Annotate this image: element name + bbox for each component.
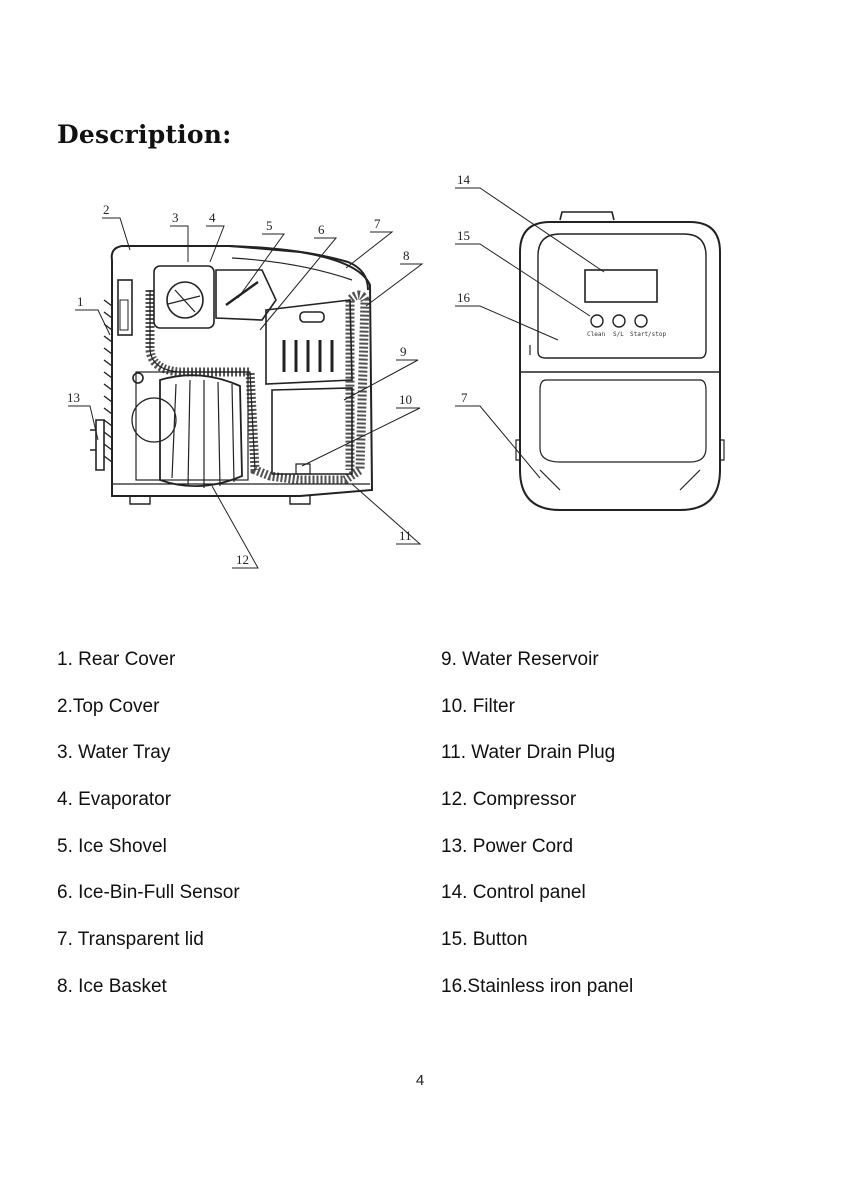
part-item: 12. Compressor (441, 789, 577, 811)
button-label-start-stop: Start/stop (630, 331, 667, 338)
callout-7: 7 (374, 216, 381, 231)
front-view-callout-numbers: 14 15 16 7 (457, 172, 471, 405)
callout-7-front: 7 (461, 390, 468, 405)
part-item: 3. Water Tray (57, 742, 171, 764)
callout-6: 6 (318, 222, 325, 237)
section-heading: Description: (57, 120, 232, 149)
part-item: 5. Ice Shovel (57, 835, 167, 857)
callout-9: 9 (400, 344, 407, 359)
part-item: 6. Ice-Bin-Full Sensor (57, 882, 240, 904)
callout-14: 14 (457, 172, 471, 187)
part-item: 8. Ice Basket (57, 975, 167, 997)
callout-12: 12 (236, 552, 249, 567)
callout-2: 2 (103, 202, 110, 217)
part-item: 14. Control panel (441, 882, 586, 904)
front-view-button-labels: Clean S/L Start/stop (587, 331, 667, 338)
callout-13: 13 (67, 390, 80, 405)
part-item: 16.Stainless iron panel (441, 975, 634, 997)
cross-section-callout-numbers: 1 2 3 4 5 6 7 8 9 10 11 12 13 (67, 202, 412, 567)
callout-8: 8 (403, 248, 410, 263)
page-number: 4 (415, 1072, 425, 1089)
cross-section-leaders (68, 217, 424, 569)
callout-16: 16 (457, 290, 471, 305)
front-view-leaders (455, 187, 605, 479)
callout-15: 15 (457, 228, 470, 243)
callout-10: 10 (399, 392, 412, 407)
parts-list-right: 9. Water Reservoir 10. Filter 11. Water … (441, 640, 633, 1014)
part-item: 11. Water Drain Plug (441, 742, 616, 764)
part-item: 15. Button (441, 929, 528, 951)
ice-maker-diagram: 1 2 3 4 5 6 7 8 9 10 11 12 13 (67, 172, 725, 569)
part-item: 1. Rear Cover (57, 649, 176, 670)
part-item: 4. Evaporator (57, 789, 172, 811)
part-item: 9. Water Reservoir (441, 649, 599, 670)
parts-list-left: 1. Rear Cover 2.Top Cover 3. Water Tray … (57, 640, 240, 1014)
front-view (515, 211, 725, 511)
cross-section-view (90, 245, 374, 505)
button-label-clean: Clean (587, 331, 605, 338)
button-label-sl: S/L (613, 331, 624, 338)
callout-1: 1 (77, 294, 84, 309)
callout-11: 11 (399, 528, 412, 543)
part-item: 13. Power Cord (441, 835, 574, 857)
part-item: 2.Top Cover (57, 695, 160, 717)
callout-5: 5 (266, 218, 273, 233)
part-item: 7. Transparent lid (57, 929, 204, 951)
callout-4: 4 (209, 210, 216, 225)
callout-3: 3 (172, 210, 179, 225)
part-item: 10. Filter (441, 695, 515, 717)
